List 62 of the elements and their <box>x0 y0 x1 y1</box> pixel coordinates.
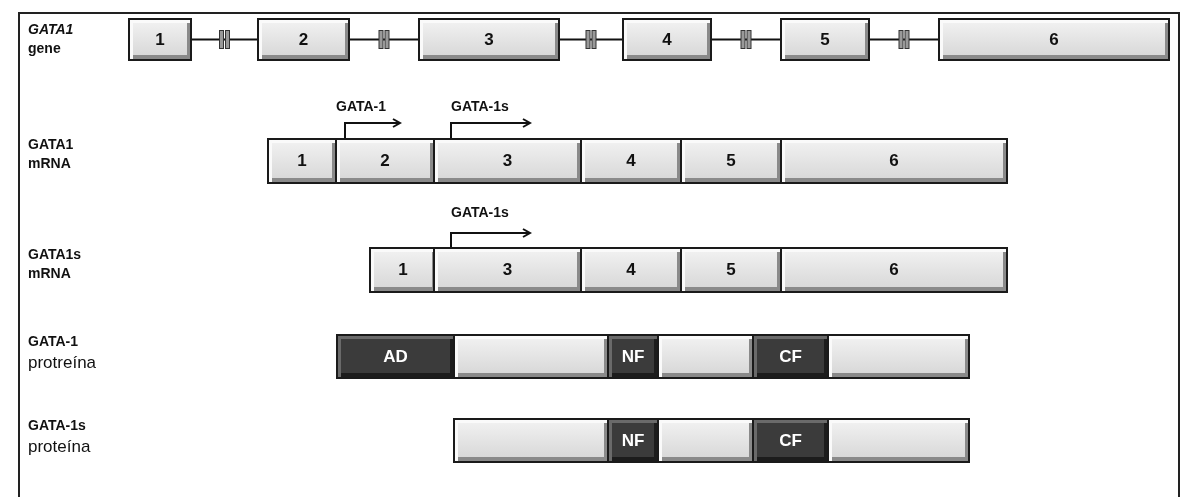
exon-number: 4 <box>662 29 672 50</box>
domain-label: CF <box>779 430 802 451</box>
row-label: GATA1 gene <box>28 20 75 58</box>
exon-block <box>680 138 782 184</box>
exon-block <box>580 138 682 184</box>
exon-block <box>257 18 350 61</box>
exon-block <box>780 138 1008 184</box>
exon-number: 5 <box>726 260 736 280</box>
row-label: GATA-1 protreína <box>28 332 98 373</box>
exon-number: 6 <box>889 260 899 280</box>
exon-block <box>580 247 682 293</box>
exon-block <box>622 18 712 61</box>
domain-block <box>336 334 455 379</box>
exon-number: 5 <box>820 29 830 50</box>
exon-number: 1 <box>398 260 408 280</box>
domain-block <box>752 334 829 379</box>
intron-line <box>559 38 623 41</box>
exon-number: 1 <box>155 29 165 50</box>
exon-number: 2 <box>298 29 309 50</box>
exon-block <box>433 138 582 184</box>
intron-line <box>191 38 258 41</box>
row-label: GATA1 mRNA <box>28 135 75 173</box>
exon-block <box>335 138 435 184</box>
row-label: GATA1s mRNA <box>28 245 83 283</box>
promoter-label: GATA-1 <box>336 97 387 116</box>
exon-number: 6 <box>889 151 899 171</box>
protein-segment <box>827 334 970 379</box>
promoter-label: GATA-1s <box>451 203 509 222</box>
intron-line <box>711 38 781 41</box>
protein-segment <box>453 334 609 379</box>
exon-block <box>780 18 870 61</box>
domain-block <box>607 418 659 463</box>
exon-block <box>267 138 337 184</box>
exon-number: 5 <box>726 151 736 171</box>
row-label: GATA-1s proteína <box>28 416 92 457</box>
protein-segment <box>657 334 754 379</box>
exon-block <box>680 247 782 293</box>
exon-block <box>780 247 1008 293</box>
intron-line <box>869 38 939 41</box>
exon-number: 3 <box>502 151 513 171</box>
exon-number: 2 <box>380 151 390 171</box>
exon-block <box>418 18 560 61</box>
exon-number: 4 <box>626 151 636 171</box>
protein-segment <box>453 418 609 463</box>
protein-segment <box>827 418 970 463</box>
domain-label: NF <box>621 430 645 451</box>
domain-label: CF <box>779 346 802 367</box>
intron-line <box>349 38 419 41</box>
domain-block <box>752 418 829 463</box>
exon-number: 3 <box>502 260 513 280</box>
promoter-label: GATA-1s <box>451 97 509 116</box>
exon-number: 6 <box>1049 29 1059 50</box>
protein-segment <box>657 418 754 463</box>
exon-number: 4 <box>626 260 636 280</box>
domain-label: AD <box>383 346 408 367</box>
exon-block <box>128 18 192 61</box>
domain-label: NF <box>621 346 645 367</box>
domain-block <box>607 334 659 379</box>
exon-number: 1 <box>297 151 307 171</box>
exon-block <box>938 18 1170 61</box>
exon-block <box>433 247 582 293</box>
exon-number: 3 <box>484 29 494 50</box>
